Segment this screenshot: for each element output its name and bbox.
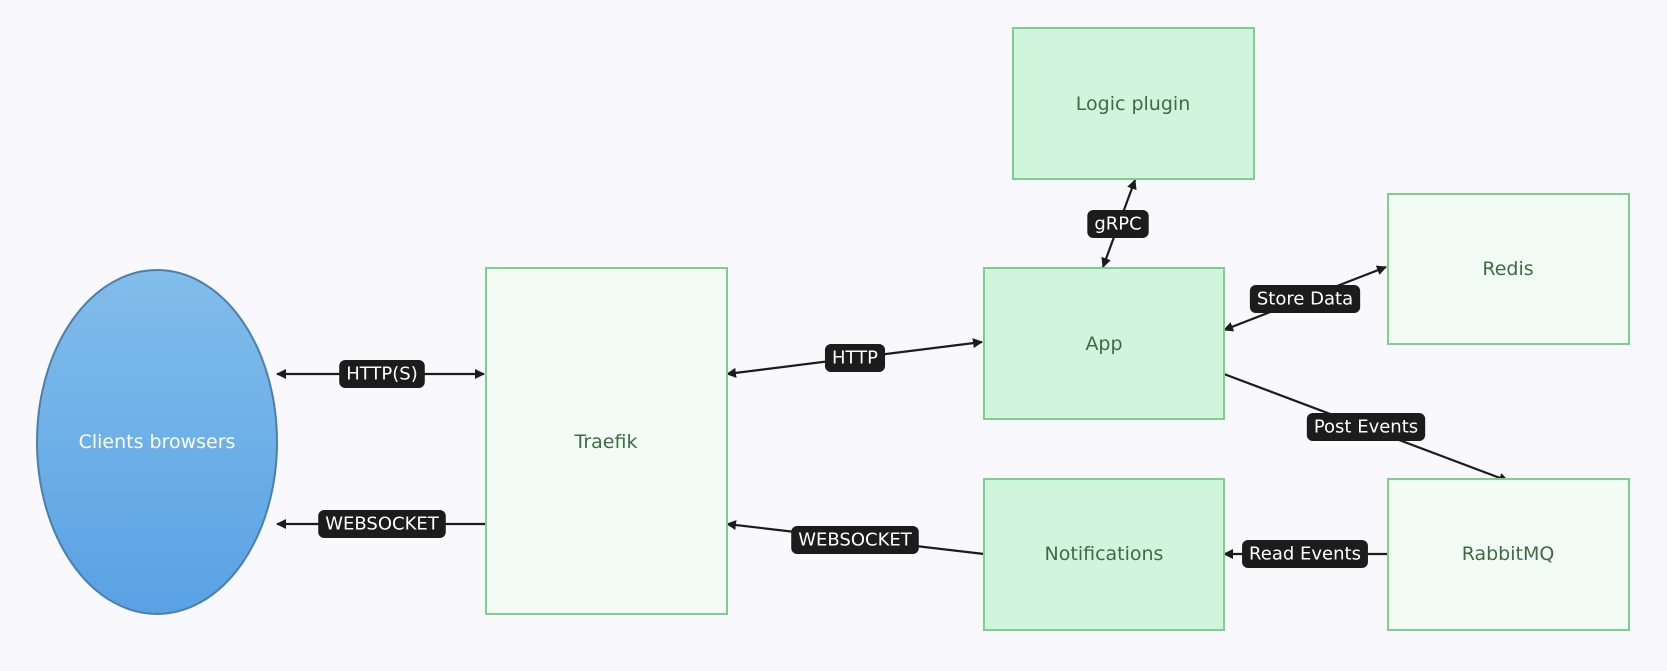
edges — [276, 179, 1509, 559]
edge-label-text: WEBSOCKET — [798, 530, 913, 551]
edge-label-bg — [1087, 210, 1149, 238]
logic-plugin-label: Logic plugin — [1076, 93, 1190, 115]
traefik-box — [485, 267, 728, 615]
edge-label-text: Store Data — [1257, 289, 1353, 310]
node-traefik: Traefik — [485, 267, 728, 615]
edge-label-http-s: HTTP(S) — [339, 360, 425, 388]
edge-label-bg — [1242, 540, 1368, 568]
edge-label-bg — [791, 526, 919, 554]
clients-ellipse — [36, 269, 278, 615]
rabbitmq-label: RabbitMQ — [1462, 543, 1555, 565]
edge-label-bg — [318, 510, 446, 538]
redis-label: Redis — [1482, 258, 1533, 280]
node-app: App — [983, 267, 1225, 420]
edge-label-grpc: gRPC — [1087, 210, 1149, 238]
redis-box — [1387, 193, 1630, 345]
notifications-box — [983, 478, 1225, 631]
edge-label-websocket-clients: WEBSOCKET — [318, 510, 446, 538]
edge-label-text: Read Events — [1249, 544, 1361, 565]
notifications-label: Notifications — [1045, 543, 1164, 565]
edge-label-bg — [1249, 285, 1361, 313]
clients-label: Clients browsers — [79, 431, 236, 453]
edge-label-text: HTTP — [832, 348, 878, 369]
rabbitmq-box — [1387, 478, 1630, 631]
edge-label-bg — [1306, 413, 1426, 441]
edge-label-bg — [339, 360, 425, 388]
edge-label-text: Post Events — [1314, 417, 1418, 438]
edge-label-post-events: Post Events — [1306, 413, 1426, 441]
logic-plugin-box — [1012, 27, 1255, 180]
traefik-label: Traefik — [574, 431, 638, 453]
edge-label-http: HTTP — [824, 344, 886, 372]
edge-label-store-data: Store Data — [1249, 285, 1361, 313]
app-box — [983, 267, 1225, 420]
edge-labels: HTTP(S) WEBSOCKET HTTP gRPC Store Data P… — [318, 210, 1426, 568]
node-redis: Redis — [1387, 193, 1630, 345]
edge-label-text: WEBSOCKET — [325, 514, 440, 535]
node-clients-browsers: Clients browsers — [36, 269, 278, 615]
edge-label-text: gRPC — [1094, 214, 1141, 235]
node-notifications: Notifications — [983, 478, 1225, 631]
edge-label-bg — [824, 344, 886, 372]
node-logic-plugin: Logic plugin — [1012, 27, 1255, 180]
edge-label-websocket-notifications: WEBSOCKET — [791, 526, 919, 554]
edge-label-read-events: Read Events — [1242, 540, 1368, 568]
app-label: App — [1085, 333, 1122, 355]
node-rabbitmq: RabbitMQ — [1387, 478, 1630, 631]
edge-label-text: HTTP(S) — [346, 364, 418, 385]
